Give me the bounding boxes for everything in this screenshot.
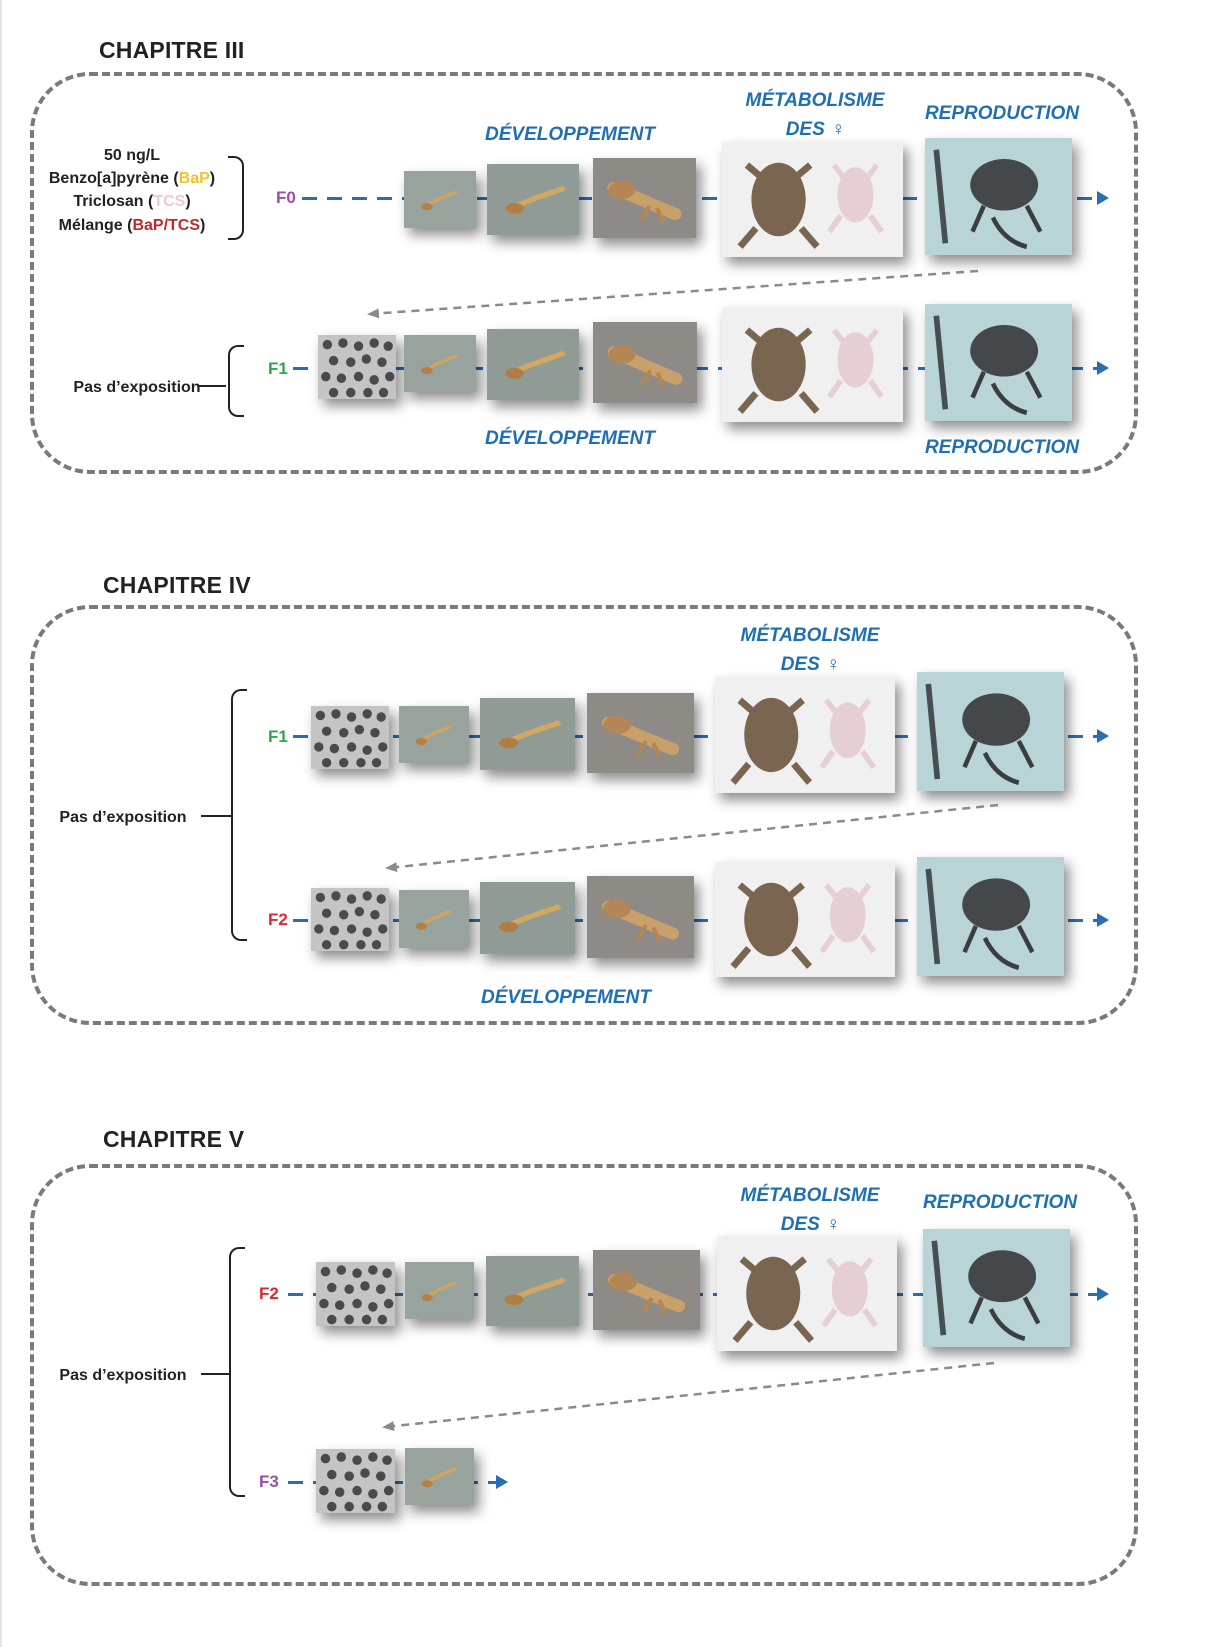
chapter-iv-metabolism-label: MÉTABOLISME DES ♀ — [720, 621, 900, 680]
exposure-tcs: Triclosan (TCS) — [73, 193, 191, 211]
eggs-photo — [318, 335, 396, 399]
chapter-iv-frame — [30, 605, 1138, 1025]
no-exposure-label: Pas d’exposition — [59, 1367, 187, 1384]
chapter-v-frame — [30, 1164, 1138, 1586]
no-exposure-label: Pas d’exposition — [59, 809, 187, 826]
tadpole-early-photo — [405, 1448, 474, 1505]
tadpole-mid-photo — [480, 882, 575, 954]
no-exposure-bracket — [229, 1247, 245, 1497]
adult-frog-reproduction-photo — [925, 304, 1072, 421]
chapter-iii-development-label-bottom: DÉVELOPPEMENT — [485, 428, 655, 449]
generation-f1-label: F1 — [268, 727, 288, 746]
tadpole-mid-photo — [487, 329, 579, 400]
exposure-bracket — [228, 156, 244, 240]
tadpole-mid-photo — [480, 698, 575, 770]
adult-frog-reproduction-photo — [923, 1229, 1070, 1347]
metabolism-label-line2: DES ♀ — [780, 1214, 840, 1236]
tadpole-late-photo — [587, 693, 694, 773]
tadpole-late-photo — [593, 158, 696, 238]
tadpole-mid-photo — [486, 1256, 579, 1326]
no-exposure-bracket-stem — [201, 815, 231, 817]
exposure-concentration: 50 ng/L — [103, 147, 160, 164]
tadpole-early-photo — [404, 335, 476, 392]
chapter-iii-reproduction-label-bottom: REPRODUCTION — [924, 437, 1080, 458]
tadpole-early-photo — [405, 1262, 474, 1319]
tadpole-early-photo — [399, 890, 469, 948]
tadpole-mid-photo — [487, 164, 579, 235]
f3-flow-arrowhead — [496, 1475, 508, 1489]
f2-flow-arrowhead — [1097, 913, 1109, 927]
metabolism-label-line2: DES ♀ — [780, 654, 840, 676]
tadpole-early-photo — [399, 706, 469, 763]
adult-frog-reproduction-photo — [917, 672, 1064, 791]
f1-flow-arrowhead — [1097, 729, 1109, 743]
chapter-v-reproduction-label: REPRODUCTION — [922, 1192, 1078, 1213]
tadpole-early-photo — [404, 171, 476, 228]
no-exposure-bracket-stem — [201, 1373, 229, 1375]
chapter-iv-development-label: DÉVELOPPEMENT — [481, 987, 651, 1008]
adult-females-metabolism-photo — [717, 1236, 897, 1351]
f1-flow-line — [293, 735, 1097, 738]
generation-f0-label: F0 — [276, 188, 296, 207]
f0-flow-arrowhead — [1097, 191, 1109, 205]
tadpole-late-photo — [593, 322, 697, 403]
chapter-v-title: CHAPITRE V — [103, 1126, 245, 1152]
no-exposure-bracket — [228, 345, 244, 417]
f2-flow-line — [293, 919, 1097, 922]
f1-flow-arrowhead — [1097, 361, 1109, 375]
chapter-iii-title: CHAPITRE III — [99, 37, 245, 63]
tadpole-late-photo — [587, 876, 694, 958]
generation-f3-label: F3 — [259, 1472, 279, 1491]
metabolism-label-line1: MÉTABOLISME — [740, 1185, 880, 1206]
chapter-iii-metabolism-label: MÉTABOLISME DES ♀ — [725, 86, 905, 145]
adult-females-metabolism-photo — [722, 307, 903, 422]
f0-flow-line — [302, 197, 1097, 200]
eggs-photo — [316, 1262, 395, 1326]
no-exposure-label: Pas d’exposition — [73, 379, 201, 396]
adult-females-metabolism-photo — [715, 677, 895, 793]
exposure-conditions: 50 ng/L Benzo[a]pyrène (BaP) Triclosan (… — [32, 144, 232, 237]
generation-f2-label: F2 — [268, 910, 288, 929]
adult-females-metabolism-photo — [715, 862, 895, 977]
exposure-bap: Benzo[a]pyrène (BaP) — [48, 170, 216, 188]
eggs-photo — [311, 888, 389, 951]
tadpole-late-photo — [593, 1250, 700, 1330]
f2-flow-arrowhead — [1097, 1287, 1109, 1301]
chapter-v-metabolism-label: MÉTABOLISME DES ♀ — [720, 1181, 900, 1240]
exposure-mixture: Mélange (BaP/TCS) — [58, 216, 206, 234]
metabolism-label-line1: MÉTABOLISME — [745, 90, 885, 111]
eggs-photo — [316, 1449, 395, 1513]
adult-frog-reproduction-photo — [917, 857, 1064, 976]
page-left-rule — [0, 0, 2, 1647]
generation-f1-label: F1 — [268, 359, 288, 378]
metabolism-label-line2: DES ♀ — [785, 119, 845, 141]
adult-frog-reproduction-photo — [925, 138, 1072, 255]
adult-females-metabolism-photo — [722, 142, 903, 257]
no-exposure-bracket — [231, 689, 247, 941]
eggs-photo — [311, 706, 389, 769]
chapter-iii-development-label: DÉVELOPPEMENT — [485, 124, 655, 145]
chapter-iv-title: CHAPITRE IV — [103, 572, 251, 598]
chapter-iii-reproduction-label: REPRODUCTION — [924, 103, 1080, 124]
no-exposure-bracket-stem — [198, 385, 226, 387]
generation-f2-label: F2 — [259, 1284, 279, 1303]
chapter-iii-frame — [30, 72, 1138, 474]
metabolism-label-line1: MÉTABOLISME — [740, 625, 880, 646]
